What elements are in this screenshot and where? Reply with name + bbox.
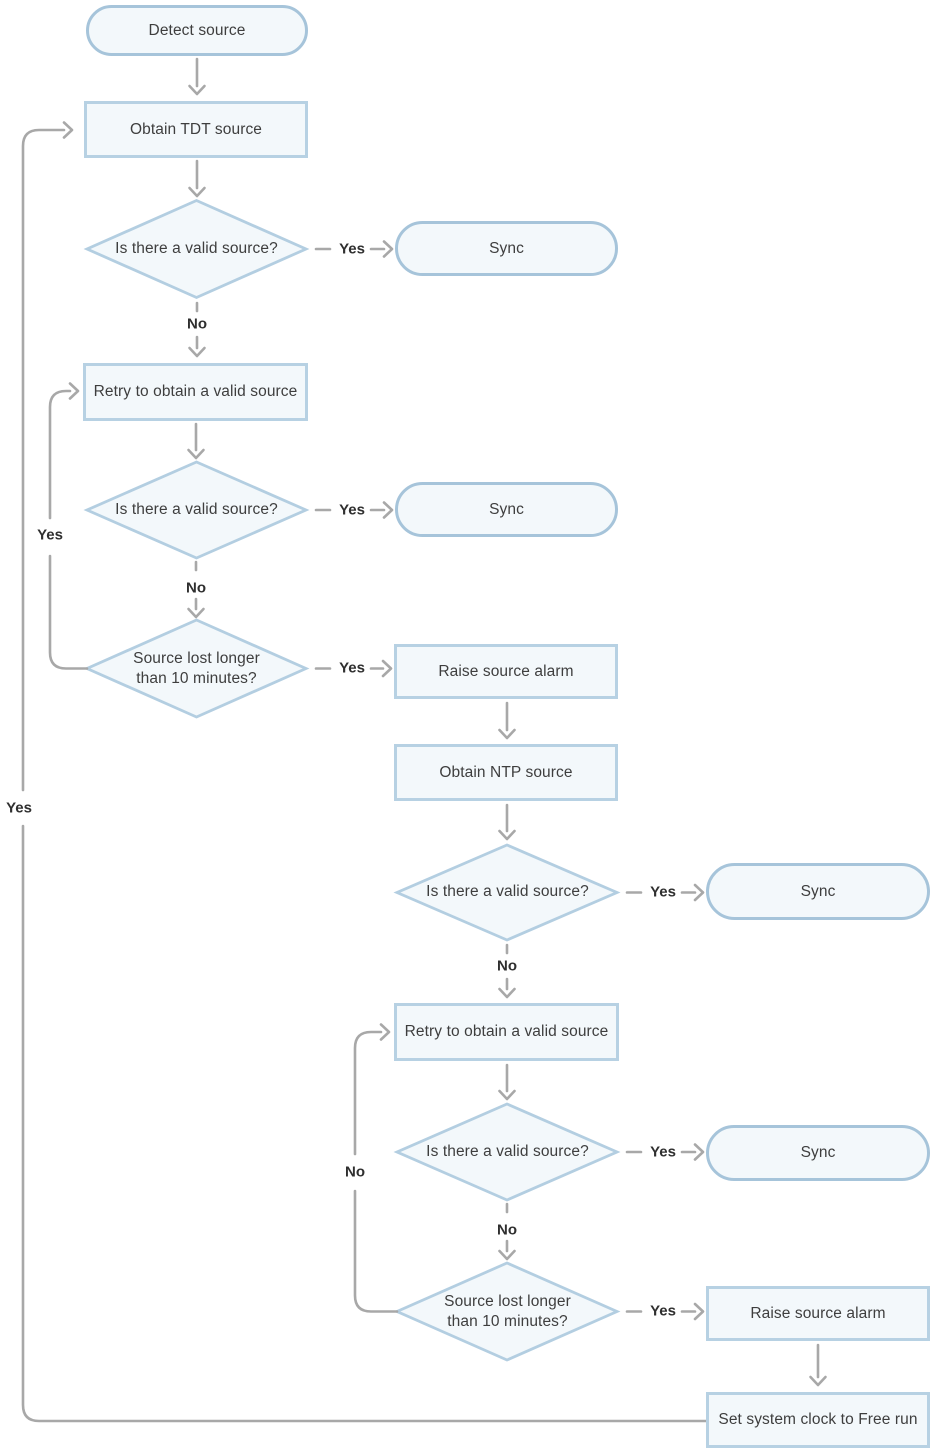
node-label: Detect source xyxy=(148,21,246,39)
node-is-valid-source-2: Is there a valid source? xyxy=(106,490,287,530)
node-label: Retry to obtain a valid source xyxy=(93,383,298,401)
decision-shape-is-valid-source-2 xyxy=(83,460,310,560)
edge-label-yes: Yes xyxy=(339,501,365,519)
node-label: Obtain TDT source xyxy=(129,120,263,138)
node-obtain-ntp-source: Obtain NTP source xyxy=(394,744,618,801)
branch-no-decision4 xyxy=(498,1202,516,1261)
arrow-detect-to-tdt xyxy=(188,57,206,96)
edge-label-no: No xyxy=(497,957,517,975)
edge-label-no: No xyxy=(186,579,206,597)
edge-label-yes: Yes xyxy=(650,1143,676,1161)
node-sync-2: Sync xyxy=(395,482,618,537)
decision-shape-source-lost-1 xyxy=(83,618,310,719)
edge-label-yes: Yes xyxy=(650,883,676,901)
branch-yes-sourcelost1 xyxy=(314,659,393,678)
node-label: Source lost longer than 10 minutes? xyxy=(444,1293,571,1330)
decision-shape-is-valid-source-3 xyxy=(393,843,621,942)
node-label: Sync xyxy=(800,882,836,900)
node-retry-obtain-1: Retry to obtain a valid source xyxy=(83,363,308,421)
loop-sourcelost2-to-retry2 xyxy=(353,1023,399,1313)
arrow-tdt-to-decision1 xyxy=(188,159,206,198)
node-sync-3: Sync xyxy=(706,863,930,920)
decision-shape-is-valid-source-4 xyxy=(393,1102,621,1202)
node-source-lost-2: Source lost longer than 10 minutes? xyxy=(427,1283,588,1340)
node-set-free-run: Set system clock to Free run xyxy=(706,1392,930,1448)
node-raise-alarm-2: Raise source alarm xyxy=(706,1286,930,1341)
edge-label-yes: Yes xyxy=(37,526,63,544)
arrow-alarm1-to-ntp xyxy=(498,701,516,740)
decision-shape-is-valid-source-1 xyxy=(83,198,310,300)
node-retry-obtain-2: Retry to obtain a valid source xyxy=(394,1003,619,1061)
node-label: Raise source alarm xyxy=(750,1304,886,1322)
branch-yes-decision4 xyxy=(625,1143,705,1161)
node-is-valid-source-3: Is there a valid source? xyxy=(417,872,598,912)
node-obtain-tdt-source: Obtain TDT source xyxy=(84,101,308,158)
branch-no-decision2 xyxy=(187,560,205,619)
edge-label-yes: Yes xyxy=(339,659,365,677)
branch-yes-sourcelost2 xyxy=(625,1302,705,1321)
node-label: Sync xyxy=(489,500,524,518)
arrow-retry1-to-decision2 xyxy=(187,422,205,460)
node-label: Raise source alarm xyxy=(438,662,574,680)
loop-sourcelost1-to-retry1 xyxy=(48,382,89,670)
branch-yes-decision1 xyxy=(314,240,394,258)
edge-label-no: No xyxy=(187,315,207,333)
node-label: Source lost longer than 10 minutes? xyxy=(133,650,260,687)
edge-label-no: No xyxy=(345,1163,365,1181)
node-source-lost-1: Source lost longer than 10 minutes? xyxy=(116,640,277,697)
edge-label-yes: Yes xyxy=(650,1302,676,1320)
node-is-valid-source-1: Is there a valid source? xyxy=(106,229,287,269)
node-label: Is there a valid source? xyxy=(115,501,278,519)
branch-no-decision3 xyxy=(498,943,516,999)
loop-freerun-to-tdt xyxy=(21,121,709,1423)
decision-shape-source-lost-2 xyxy=(393,1261,621,1362)
node-label: Retry to obtain a valid source xyxy=(404,1023,609,1041)
branch-yes-decision2 xyxy=(314,501,394,519)
node-label: Sync xyxy=(489,239,524,257)
edge-label-no: No xyxy=(497,1221,517,1239)
edge-label-yes: Yes xyxy=(339,240,365,258)
branch-yes-decision3 xyxy=(625,883,705,902)
branch-no-decision1 xyxy=(188,301,206,358)
node-label: Is there a valid source? xyxy=(115,240,278,258)
node-raise-alarm-1: Raise source alarm xyxy=(394,644,618,699)
node-detect-source: Detect source xyxy=(86,5,308,56)
node-label: Set system clock to Free run xyxy=(718,1411,918,1429)
node-sync-1: Sync xyxy=(395,221,618,276)
arrow-alarm2-to-freerun xyxy=(809,1343,827,1387)
node-label: Is there a valid source? xyxy=(426,1143,589,1161)
arrow-ntp-to-decision3 xyxy=(498,803,516,841)
node-label: Sync xyxy=(800,1144,836,1162)
edge-label-yes: Yes xyxy=(6,799,32,817)
node-label: Obtain NTP source xyxy=(439,763,573,781)
arrow-retry2-to-decision4 xyxy=(498,1063,516,1101)
node-is-valid-source-4: Is there a valid source? xyxy=(417,1132,598,1172)
node-sync-4: Sync xyxy=(706,1125,930,1181)
node-label: Is there a valid source? xyxy=(426,883,589,901)
